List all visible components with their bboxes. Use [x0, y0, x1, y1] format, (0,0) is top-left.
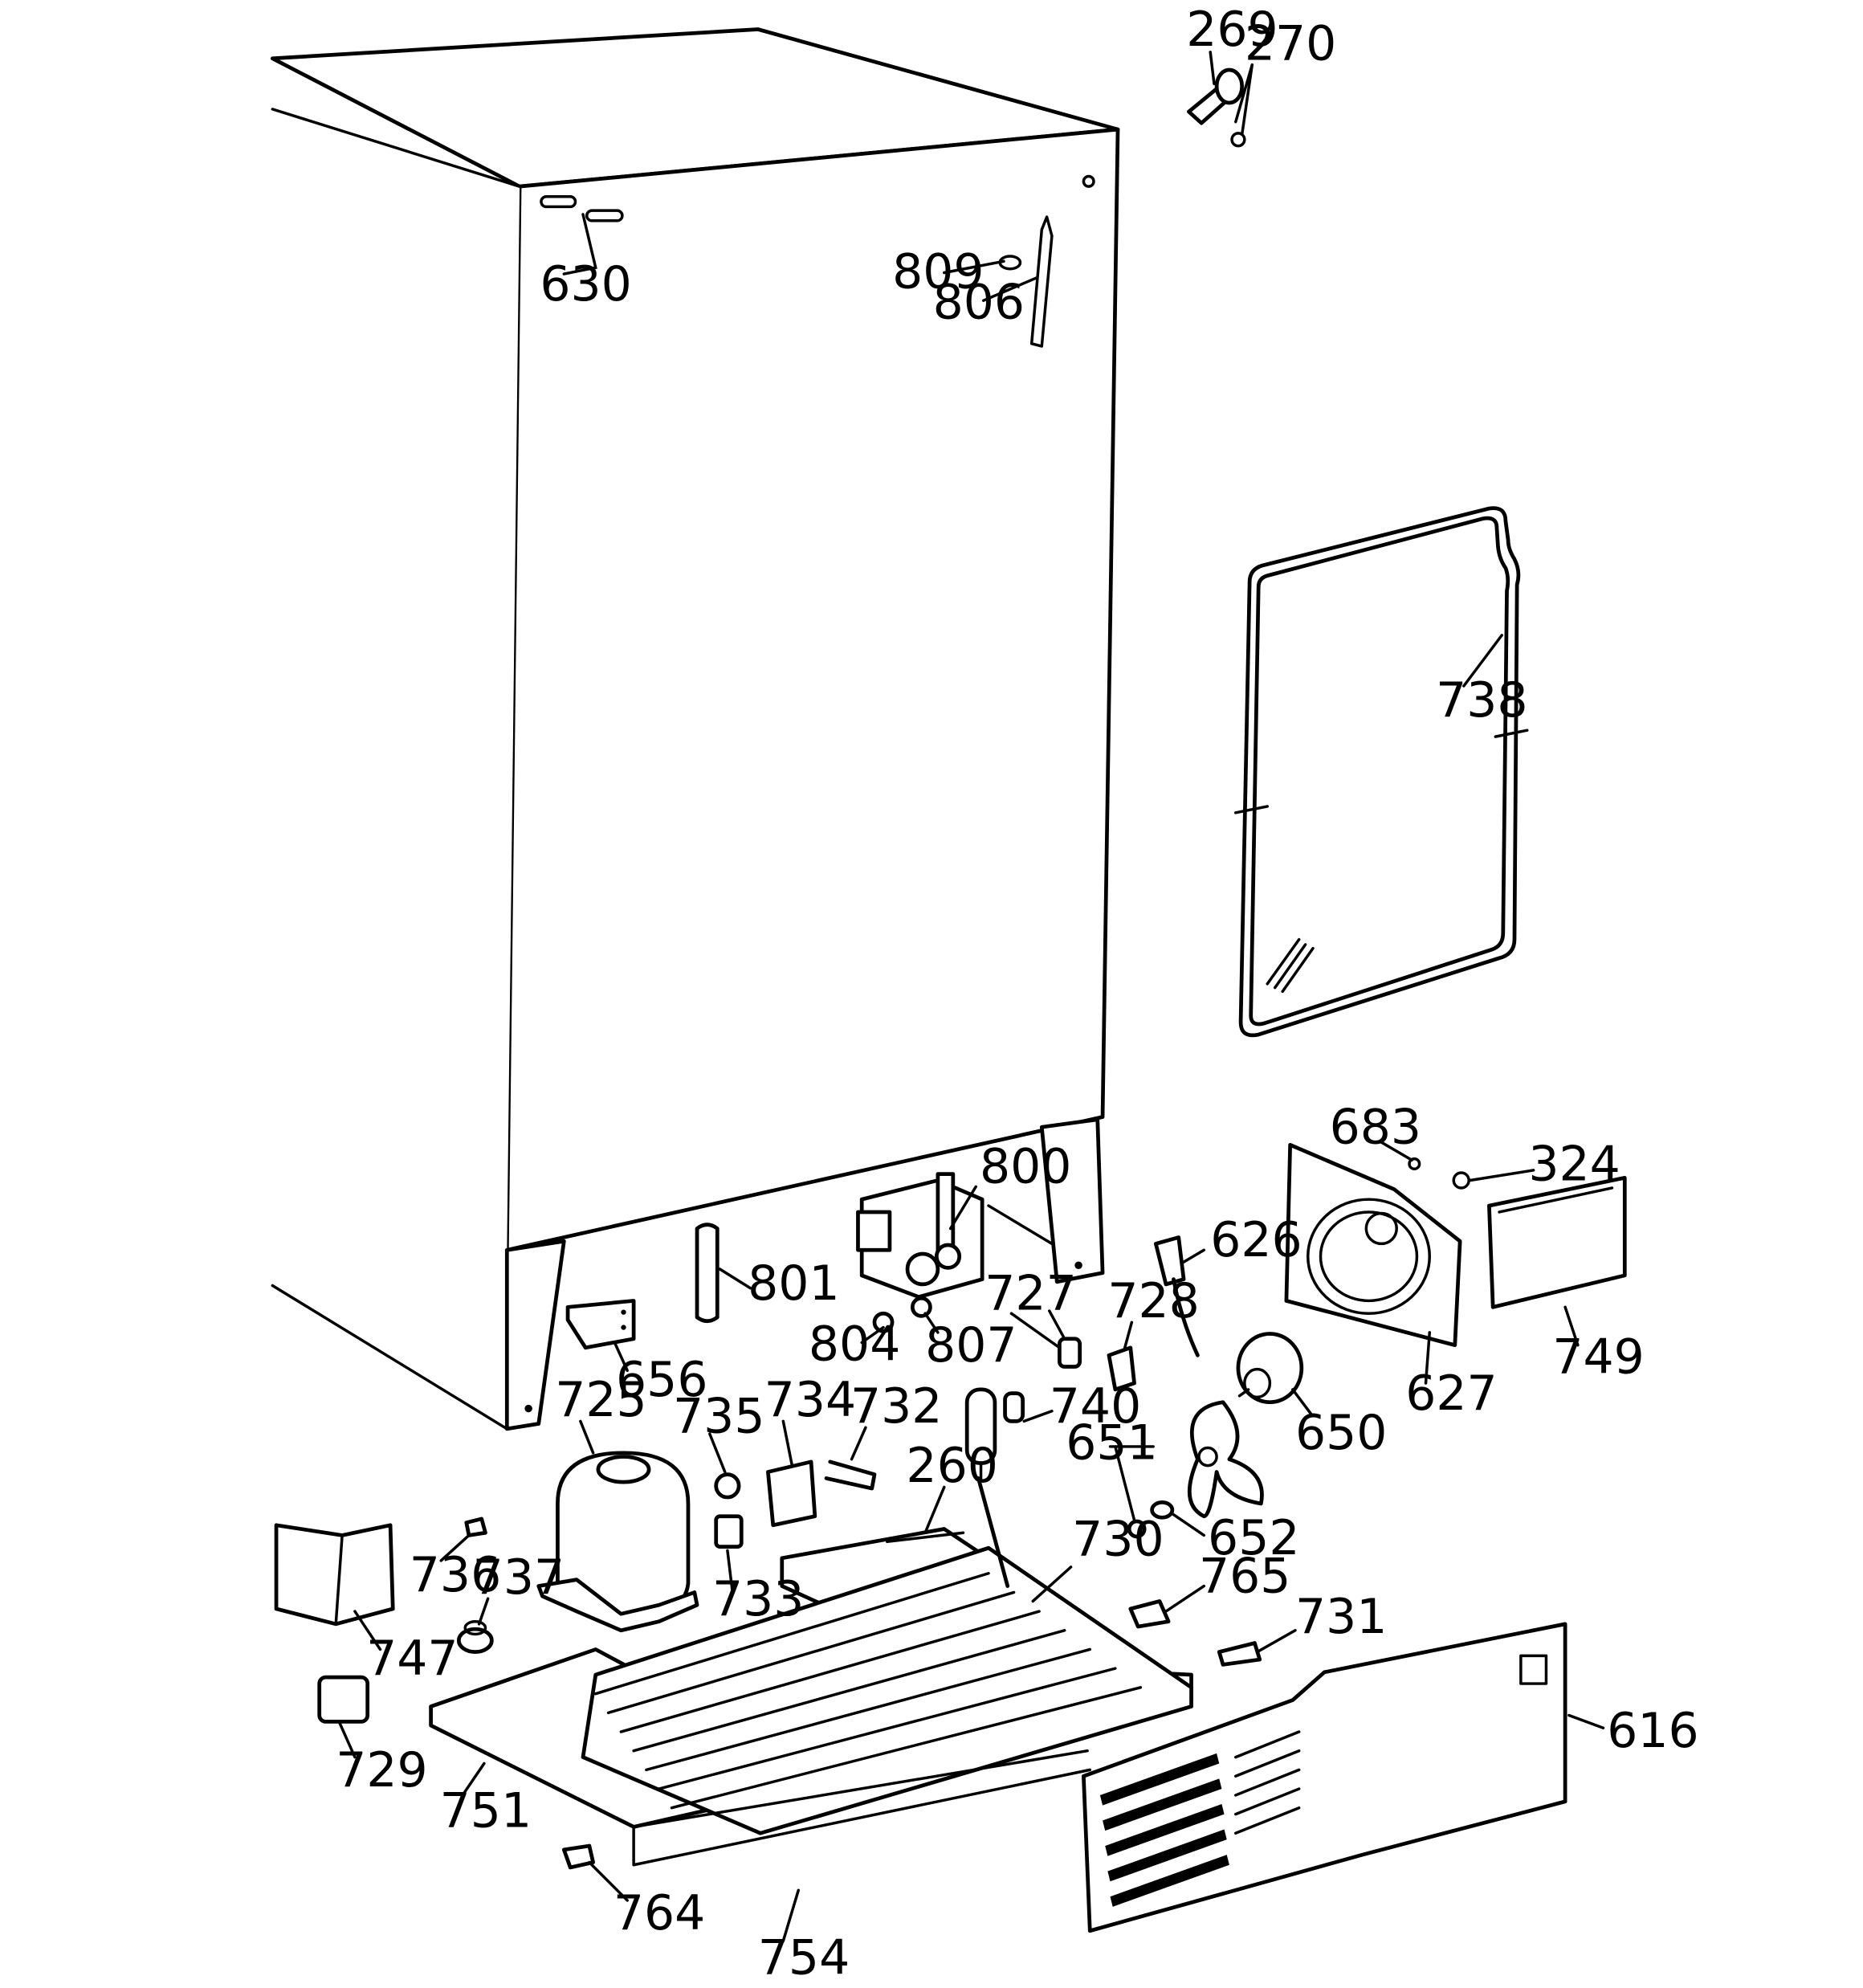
- callout-725: 725: [555, 1372, 646, 1428]
- callout-747: 747: [366, 1631, 458, 1687]
- callout-labels: 269 270 630 809 806 738 683 324 800 626 …: [336, 2, 1698, 1986]
- callout-764: 764: [614, 1885, 705, 1941]
- callout-270: 270: [1245, 15, 1336, 71]
- relay-733: [714, 1514, 744, 1549]
- callout-751: 751: [440, 1782, 532, 1839]
- screw-683: [1408, 1157, 1421, 1171]
- callout-683: 683: [1330, 1100, 1421, 1156]
- grommet-735: [714, 1472, 741, 1500]
- clip-736: [464, 1517, 487, 1537]
- callout-736: 736: [410, 1547, 501, 1603]
- screw-324: [1452, 1171, 1470, 1190]
- cabinet-body: [270, 27, 1120, 1431]
- capacitor-740: [964, 1387, 1025, 1480]
- drain-plug-630: [540, 195, 624, 222]
- callout-616: 616: [1607, 1703, 1698, 1759]
- fan-blade-651: [1187, 1400, 1264, 1519]
- nut-807: [910, 1296, 932, 1318]
- relay-729: [317, 1675, 370, 1724]
- callout-733: 733: [712, 1571, 804, 1627]
- fan-shroud-627: [1284, 1142, 1462, 1348]
- callout-651: 651: [1066, 1415, 1157, 1472]
- callout-731: 731: [1295, 1589, 1387, 1645]
- callout-650: 650: [1295, 1405, 1387, 1461]
- power-cord-626: [1153, 1235, 1200, 1357]
- callout-806: 806: [933, 274, 1025, 330]
- nut-804: [872, 1311, 895, 1333]
- callout-749: 749: [1552, 1329, 1644, 1385]
- callout-734: 734: [764, 1372, 856, 1428]
- callout-324: 324: [1528, 1137, 1620, 1193]
- cover-749: [1487, 1175, 1627, 1309]
- fan-motor-650: [1236, 1332, 1304, 1405]
- callout-627: 627: [1405, 1365, 1497, 1422]
- callout-801: 801: [748, 1255, 839, 1312]
- callout-807: 807: [925, 1317, 1017, 1374]
- terminal-cover-747: [274, 1523, 395, 1627]
- callout-754: 754: [758, 1929, 850, 1986]
- callout-735: 735: [673, 1389, 764, 1445]
- clip-765: [1128, 1599, 1171, 1629]
- callout-652: 652: [1208, 1510, 1299, 1566]
- callout-730: 730: [1072, 1512, 1164, 1568]
- callout-737: 737: [473, 1549, 565, 1606]
- callout-269: 269: [1186, 2, 1278, 58]
- sensor-727: [1048, 1309, 1082, 1369]
- callout-630: 630: [540, 256, 631, 312]
- grille-616: [1082, 1622, 1567, 1933]
- callout-800: 800: [980, 1139, 1071, 1195]
- clip-732: [824, 1459, 877, 1491]
- water-valve-800: [856, 1172, 984, 1300]
- condenser-754: [429, 1545, 1193, 1867]
- tube-801: [695, 1223, 720, 1324]
- callout-738: 738: [1436, 672, 1527, 729]
- leader-lines: [338, 51, 1605, 1943]
- overload-734: [766, 1459, 817, 1528]
- callout-804: 804: [809, 1316, 900, 1373]
- washer-652: [1150, 1500, 1175, 1520]
- nut-651-small: [1127, 1519, 1147, 1539]
- tube-806: [1029, 215, 1054, 348]
- clip-731: [1217, 1641, 1262, 1667]
- callout-656: 656: [616, 1352, 707, 1408]
- grommet-737: [456, 1619, 494, 1654]
- condenser-tube-730: [976, 1476, 1010, 1588]
- callout-728: 728: [1107, 1273, 1199, 1329]
- callout-740: 740: [1050, 1378, 1141, 1435]
- hinge-pin-269: [1187, 67, 1246, 148]
- callout-732: 732: [850, 1378, 942, 1435]
- callout-765: 765: [1199, 1548, 1290, 1604]
- callout-727: 727: [984, 1265, 1076, 1321]
- bracket-656: [565, 1299, 636, 1350]
- callout-729: 729: [336, 1742, 427, 1798]
- callout-626: 626: [1210, 1212, 1302, 1268]
- callout-809: 809: [892, 243, 984, 300]
- clip-764: [561, 1843, 595, 1870]
- callout-260: 260: [906, 1438, 997, 1494]
- compressor-725: [536, 1451, 699, 1633]
- gasket-738: [1234, 506, 1529, 1038]
